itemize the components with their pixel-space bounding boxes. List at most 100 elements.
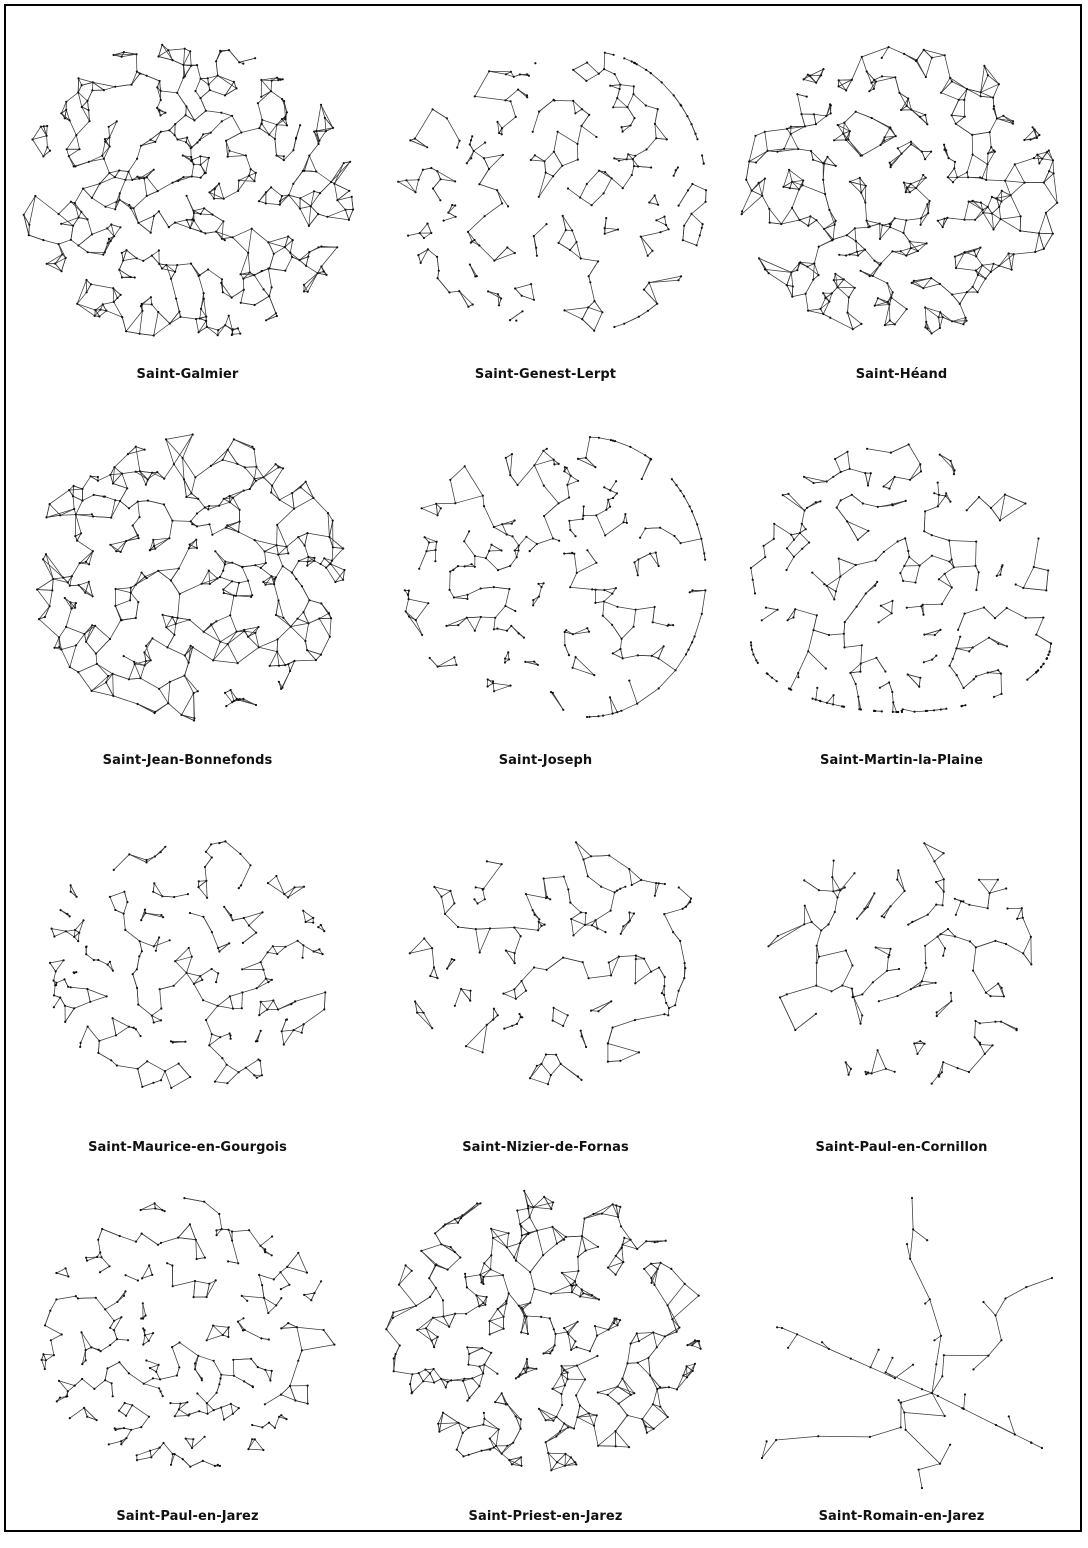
graph-node <box>822 292 824 294</box>
graph-edge <box>193 647 214 660</box>
graph-node <box>308 622 310 624</box>
graph-node <box>257 626 259 628</box>
graph-edge <box>172 521 190 522</box>
graph-node <box>142 260 144 262</box>
graph-node <box>74 607 76 609</box>
graph-node <box>130 592 132 594</box>
graph-edge <box>569 521 570 530</box>
graph-node <box>906 105 908 107</box>
graph-node <box>855 240 857 242</box>
graph-edge <box>665 217 667 225</box>
graph-node <box>469 264 471 266</box>
graph-node <box>804 125 806 127</box>
graph-edge <box>33 140 44 157</box>
graph-node <box>943 218 945 220</box>
graph-edge <box>617 89 619 98</box>
graph-edge <box>223 581 232 589</box>
graph-node <box>73 508 75 510</box>
graph-node <box>75 644 77 646</box>
graph-edge <box>467 618 475 631</box>
graph-node <box>255 704 257 706</box>
graph-edge <box>305 623 308 641</box>
graph-node <box>423 237 425 239</box>
graph-edge <box>121 541 127 552</box>
graph-node <box>196 64 198 66</box>
graph-node <box>160 90 162 92</box>
graph-edge <box>539 587 542 597</box>
graph-node <box>580 257 582 259</box>
graph-node <box>665 224 667 226</box>
graph-node <box>135 584 137 586</box>
graph-edge <box>988 154 989 165</box>
graph-node <box>176 92 178 94</box>
graph-edge <box>220 642 227 644</box>
graph-node <box>666 138 668 140</box>
graph-node <box>123 655 125 657</box>
graph-edge <box>941 93 959 100</box>
graph-edge <box>75 162 89 167</box>
graph-node <box>472 303 474 305</box>
graph-node <box>748 160 750 162</box>
graph-node <box>702 223 704 225</box>
graph-edge <box>454 595 468 598</box>
graph-edge <box>254 275 263 289</box>
graph-edge <box>163 615 173 617</box>
graph-node <box>703 163 705 165</box>
graph-node <box>238 521 240 523</box>
graph-edge <box>70 585 79 586</box>
graph-edge <box>321 105 333 128</box>
graph-node <box>577 159 579 161</box>
graph-edge <box>526 537 537 544</box>
graph-node <box>139 470 141 472</box>
graph-edge <box>292 487 301 493</box>
graph-node <box>851 79 853 81</box>
graph-node <box>633 626 635 628</box>
graph-node <box>526 94 528 96</box>
graph-node <box>91 624 93 626</box>
graph-edge <box>145 571 158 577</box>
graph-node <box>648 282 650 284</box>
graph-edge <box>136 602 139 618</box>
graph-edge <box>106 200 120 207</box>
graph-node <box>457 565 459 567</box>
graph-edge <box>1044 234 1053 249</box>
graph-edge <box>106 682 113 696</box>
graph-edge <box>659 670 676 688</box>
graph-node <box>448 291 450 293</box>
graph-node <box>287 663 289 665</box>
graph-edge <box>603 714 612 716</box>
graph-node <box>538 111 540 113</box>
graph-node <box>53 647 55 649</box>
graph-edge <box>1012 254 1014 269</box>
graph-node <box>154 712 156 714</box>
graph-edge <box>950 78 967 89</box>
graph-edge <box>990 119 997 133</box>
graph-edge <box>865 186 866 203</box>
graph-edge <box>211 121 222 132</box>
graph-node <box>31 138 33 140</box>
graph-node <box>86 100 88 102</box>
graph-edge <box>486 558 498 570</box>
graph-node <box>528 75 530 77</box>
graph-node <box>458 140 460 142</box>
graph-node <box>618 160 620 162</box>
graph-node <box>75 602 77 604</box>
graph-node <box>317 143 319 145</box>
graph-node <box>523 637 525 639</box>
graph-node <box>864 249 866 251</box>
graph-node <box>283 100 285 102</box>
graph-node <box>799 261 801 263</box>
graph-edge <box>236 595 252 596</box>
graph-node <box>307 256 309 258</box>
graph-node <box>473 239 475 241</box>
graph-node <box>594 466 596 468</box>
graph-node <box>167 49 169 51</box>
graph-edge <box>823 302 829 314</box>
graph-edge <box>268 237 288 243</box>
graph-node <box>182 64 184 66</box>
graph-edge <box>120 501 129 508</box>
graph-edge <box>603 616 612 625</box>
graph-edge <box>975 210 983 220</box>
graph-edge <box>147 177 158 191</box>
graph-node <box>229 614 231 616</box>
